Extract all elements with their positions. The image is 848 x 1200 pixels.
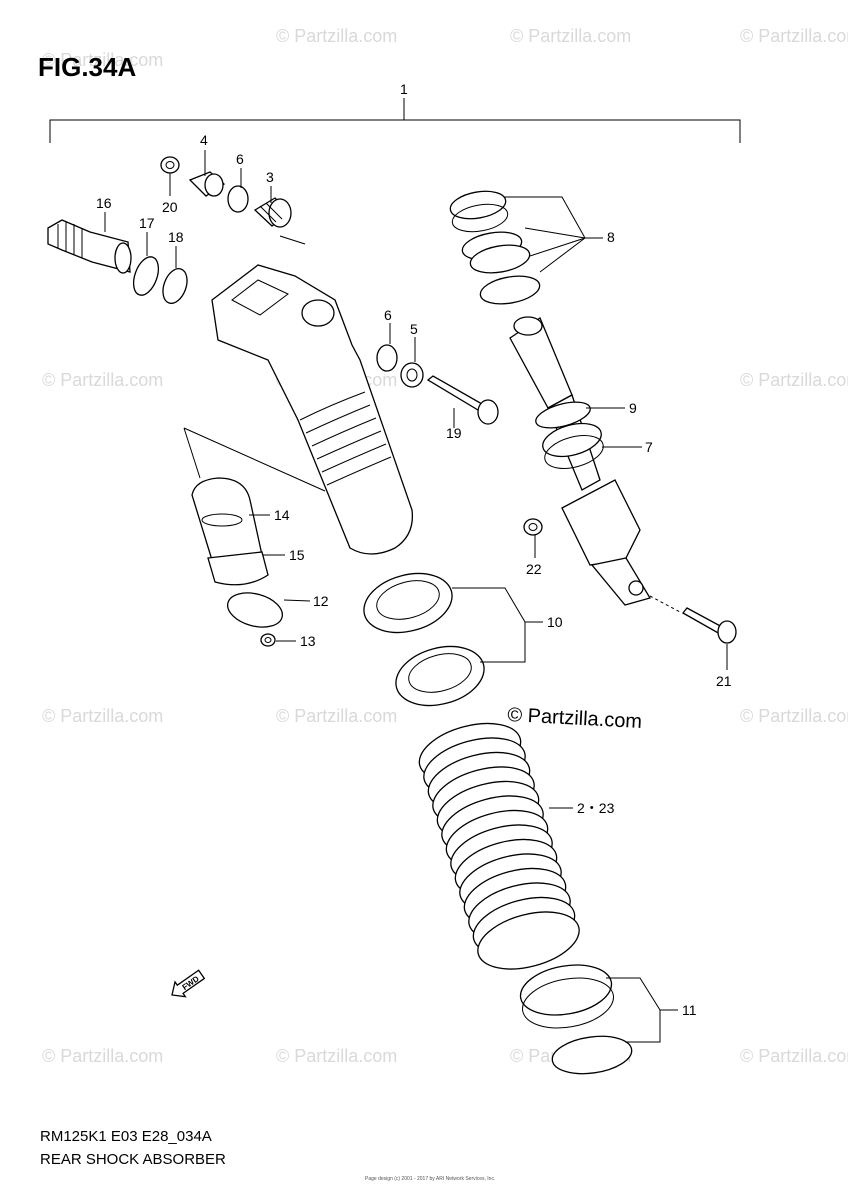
part-19-bolt — [426, 375, 499, 425]
shock-body — [183, 235, 414, 555]
figure-caption: REAR SHOCK ABSORBER — [40, 1151, 226, 1168]
part-12-circlip — [226, 592, 284, 628]
callout-20: 20 — [162, 199, 178, 215]
watermark: © Partzilla.com — [42, 370, 164, 390]
callout-16: 16 — [96, 195, 112, 211]
part-4-collar — [188, 171, 226, 197]
callout-9: 9 — [629, 400, 637, 416]
fwd-arrow-icon: FWD — [171, 969, 206, 998]
callout-13: 13 — [300, 633, 316, 649]
callout-21: 21 — [716, 673, 732, 689]
watermark: © Partzilla.com — [510, 26, 632, 46]
callout-18: 18 — [168, 229, 184, 245]
callout-14: 14 — [274, 507, 290, 523]
model-code: RM125K1 E03 E28_034A — [40, 1128, 212, 1145]
callout-17: 17 — [139, 215, 155, 231]
watermark: © Partzilla.com — [740, 370, 848, 390]
callout-15: 15 — [289, 547, 305, 563]
part-3-bearing — [253, 197, 292, 228]
callout-7: 7 — [645, 439, 653, 455]
callout-19: 19 — [446, 425, 462, 441]
callout-3: 3 — [266, 169, 274, 185]
part-15-reservoir-cap — [207, 551, 269, 586]
assembly-bracket — [49, 98, 741, 143]
figure-title: FIG.34A — [38, 52, 137, 82]
part-8-spring-seat — [449, 190, 541, 305]
copyright-notice: Page design (c) 2001 - 2017 by ARI Netwo… — [365, 1176, 496, 1182]
callout-2-23: 2・23 — [577, 800, 615, 816]
part-6-seal-lower — [376, 344, 398, 372]
watermark: © Partzilla.com — [42, 1046, 164, 1066]
callout-6-upper: 6 — [236, 151, 244, 167]
watermark: © Partzilla.com — [740, 26, 848, 46]
part-16-valve — [47, 219, 132, 274]
callout-11: 11 — [682, 1002, 697, 1018]
callout-22: 22 — [526, 561, 542, 577]
part-14-reservoir — [191, 477, 263, 561]
watermark: © Partzilla.com — [42, 706, 164, 726]
watermark: © Partzilla.com — [276, 706, 398, 726]
watermark: © Partzilla.com — [740, 1046, 848, 1066]
part-22-nut — [523, 518, 543, 536]
callout-8: 8 — [607, 229, 615, 245]
shock-body-threads — [299, 391, 392, 486]
damper-rod-assembly — [509, 316, 651, 606]
part-10-lock-nut-lower — [395, 645, 485, 707]
callout-1: 1 — [400, 81, 408, 97]
part-2-23-coil-spring — [418, 722, 580, 970]
callout-6-lower: 6 — [384, 307, 392, 323]
watermark: © Partzilla.com — [276, 1046, 398, 1066]
part-6-seal-upper — [227, 185, 249, 213]
part-17-o-ring — [132, 256, 160, 296]
part-21-bolt — [649, 595, 737, 644]
watermark: © Partzilla.com — [276, 26, 398, 46]
watermark: © Partzilla.com — [740, 706, 848, 726]
part-10-lock-nut-upper — [363, 572, 453, 634]
callout-5: 5 — [410, 321, 418, 337]
callout-4: 4 — [200, 132, 208, 148]
callout-labels: 1 4 6 3 20 16 17 18 6 5 19 8 9 7 22 21 1… — [96, 81, 732, 1018]
watermark: © Partzilla.com — [42, 50, 164, 70]
callout-10: 10 — [547, 614, 563, 630]
part-11-spring-seat — [519, 964, 633, 1075]
part-7-spring-guide — [542, 422, 604, 469]
part-5-washer — [400, 362, 424, 388]
part-20-nut — [160, 156, 180, 174]
part-13-nut — [260, 633, 276, 647]
callout-12: 12 — [313, 593, 329, 609]
part-18-o-ring — [162, 268, 188, 304]
leader-lines — [104, 150, 728, 1043]
spring-coil — [477, 911, 580, 970]
